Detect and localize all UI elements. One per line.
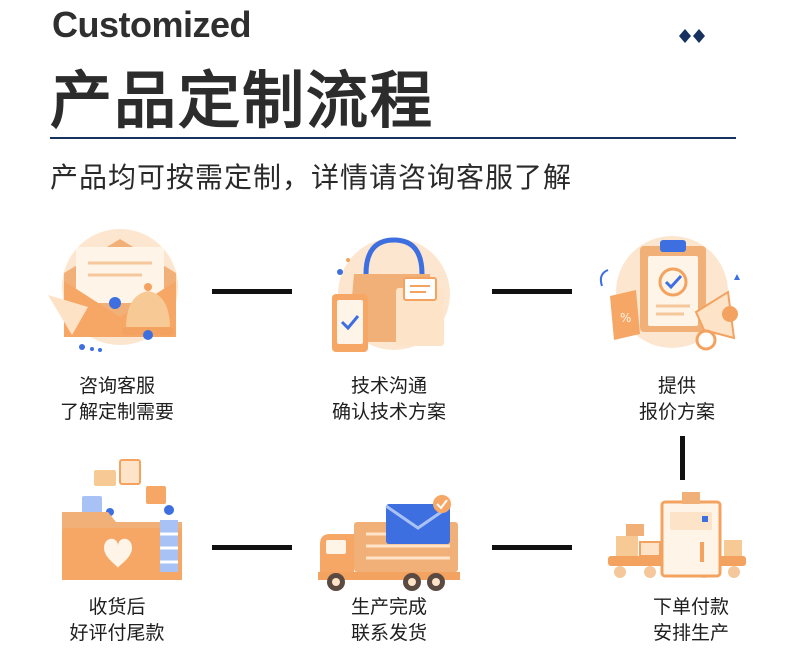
step-quotation: 提供 报价方案 [592,373,762,425]
diamond-ornament-icon [679,29,705,43]
connector-4-5 [492,545,572,550]
step-order: 下单付款 安排生产 [606,594,776,646]
clipboard-megaphone-icon: % [599,236,740,351]
step-shipping-line2: 联系发货 [350,622,427,644]
step-order-line2: 安排生产 [652,622,729,644]
step-technical: 技术沟通 确认技术方案 [304,373,474,425]
step-receive-line1: 收货后 [88,596,146,618]
svg-text:%: % [620,311,631,325]
english-title: Customized [52,4,252,45]
delivery-truck-icon [318,495,460,591]
connector-2-3 [492,289,572,294]
page-title: 产品定制流程 [50,64,435,137]
step-quotation-line2: 报价方案 [638,401,715,423]
step-shipping: 生产完成 联系发货 [304,594,474,646]
step-shipping-line1: 生产完成 [350,596,427,618]
shopping-bag-tablet-icon [332,237,450,352]
step-technical-line1: 技术沟通 [350,375,427,397]
page-subtitle: 产品均可按需定制，详情请咨询客服了解 [50,161,573,194]
envelope-bell-icon [48,229,178,352]
folder-review-icon [62,459,182,580]
title-divider [50,137,736,139]
production-line-icon [608,492,746,578]
step-consult-line2: 了解定制需要 [59,401,174,423]
connector-3-4 [680,436,685,480]
connector-5-6 [212,545,292,550]
step-technical-line2: 确认技术方案 [331,401,446,423]
step-receive-line2: 好评付尾款 [69,622,165,644]
step-quotation-line1: 提供 [657,375,696,397]
step-consult: 咨询客服 了解定制需要 [32,373,202,425]
connector-1-2 [212,289,292,294]
step-consult-line1: 咨询客服 [78,375,155,397]
step-order-line1: 下单付款 [652,596,729,618]
step-receive: 收货后 好评付尾款 [32,594,202,646]
